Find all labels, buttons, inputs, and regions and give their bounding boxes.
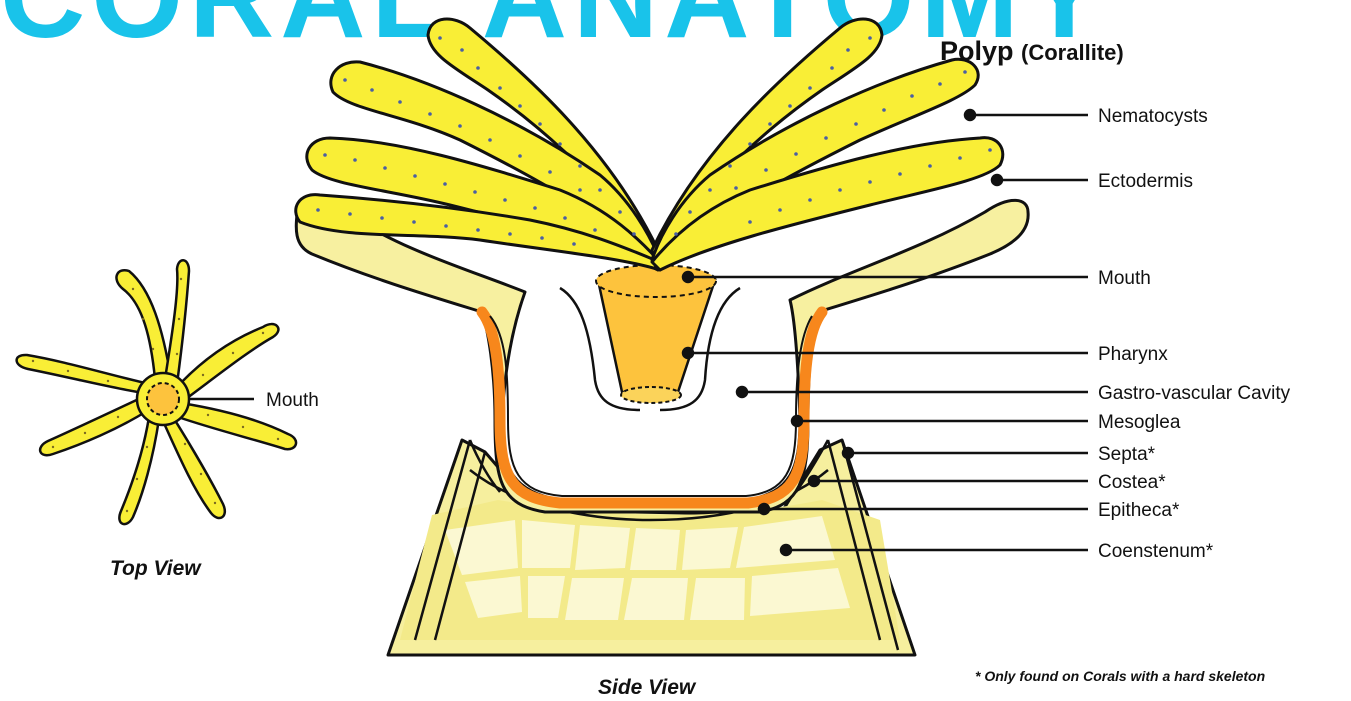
- diagram-heading: Polyp (Corallite): [940, 36, 1124, 66]
- side-view-polyp: [296, 19, 1028, 655]
- pharynx-bottom: [621, 387, 681, 403]
- top-tentacle: [165, 260, 189, 384]
- heading-sub: (Corallite): [1021, 40, 1124, 65]
- caption-top-view: Top View: [110, 557, 202, 580]
- heading-main: Polyp: [940, 36, 1014, 66]
- top-mouth: [147, 383, 179, 415]
- label-nematocysts: Nematocysts: [1098, 106, 1208, 127]
- top-tentacle: [17, 355, 145, 393]
- label-gastro-vascular-cavity: Gastro-vascular Cavity: [1098, 383, 1291, 404]
- label-pharynx: Pharynx: [1098, 344, 1168, 365]
- top-tentacle: [116, 270, 171, 379]
- top-tentacle: [177, 324, 278, 401]
- tentacles: [296, 19, 1003, 270]
- label-coenstenum: Coenstenum*: [1098, 541, 1214, 562]
- footnote: * Only found on Corals with a hard skele…: [975, 668, 1265, 684]
- label-epitheca: Epitheca*: [1098, 500, 1180, 521]
- label-mouth: Mouth: [1098, 268, 1151, 289]
- top-tentacle: [40, 397, 147, 455]
- corallite-skeleton: [388, 440, 915, 655]
- label-mesoglea: Mesoglea: [1098, 412, 1181, 433]
- caption-side-view: Side View: [598, 676, 697, 699]
- label-costea: Costea*: [1098, 472, 1166, 493]
- label-septa: Septa*: [1098, 444, 1156, 465]
- label-ectodermis: Ectodermis: [1098, 171, 1193, 192]
- label-top-mouth: Mouth: [266, 390, 319, 411]
- top-tentacle: [119, 417, 159, 524]
- top-view-polyp: [17, 260, 296, 524]
